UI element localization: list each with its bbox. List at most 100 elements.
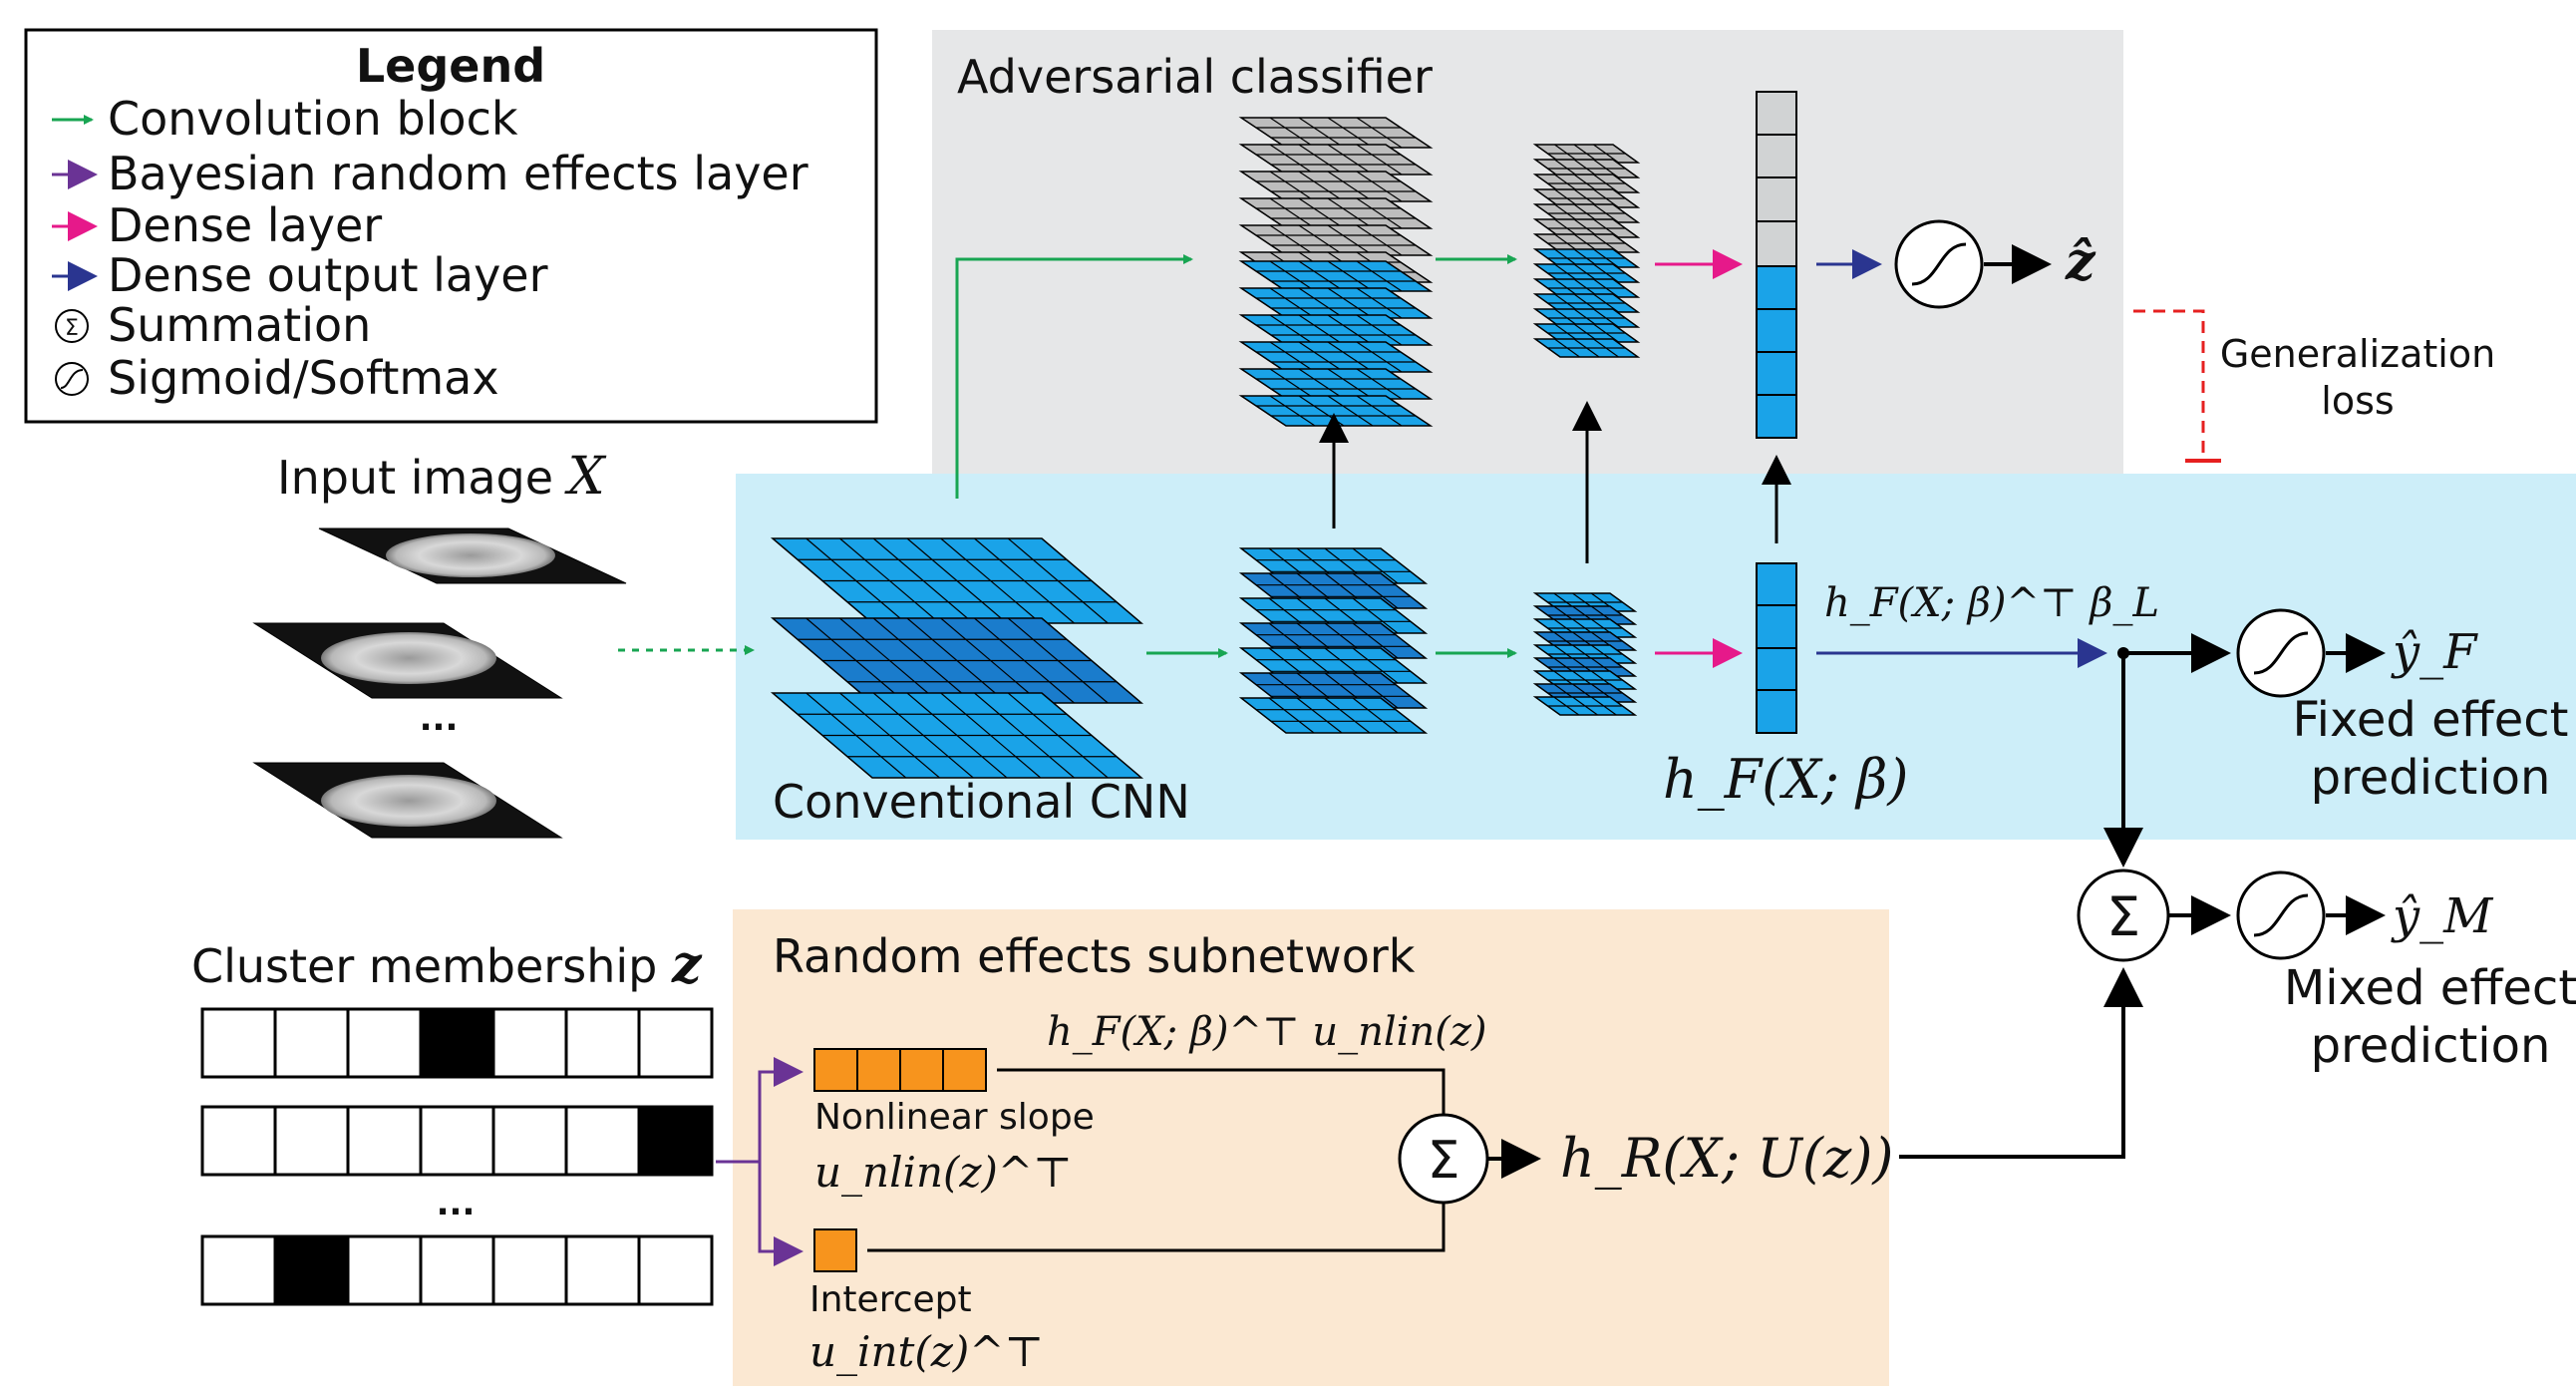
generalization-loss-bracket — [2133, 309, 2205, 461]
adversarial-feature-stack-2 — [1532, 144, 1641, 358]
cluster-row — [200, 1105, 714, 1177]
adv-layer — [1238, 341, 1434, 373]
cluster-row — [200, 1234, 714, 1306]
cluster-cell — [564, 1105, 641, 1177]
nonlinear-slope-vector — [813, 1048, 987, 1092]
cluster-cell — [273, 1105, 350, 1177]
bayesian-branch-2 — [758, 1162, 804, 1266]
u-nlin-label: u_nlin(z)^⊤ — [814, 1148, 1073, 1197]
adv-layer — [1238, 287, 1434, 319]
bayesian-branch — [716, 1057, 804, 1164]
fixed-effect-label-2: prediction — [2311, 750, 2551, 806]
mixed-effect-label-1: Mixed effect — [2284, 960, 2576, 1016]
random-effects-title: Random effects subnetwork — [773, 929, 1416, 983]
hF-unlin-label: h_F(X; β)^⊤ u_nlin(z) — [1047, 1009, 1487, 1055]
random-effects-region — [733, 909, 1889, 1386]
fixed-effect-label-1: Fixed effect — [2293, 692, 2569, 748]
adv-layer — [1238, 224, 1434, 256]
cnn-dense-vector — [1756, 562, 1797, 734]
adv-layer — [1532, 308, 1641, 328]
cnn-feature-stack-3 — [1532, 592, 1638, 716]
input-slice-3 — [252, 762, 563, 839]
yF-hat-label: ŷ_F — [2391, 624, 2478, 680]
nonlinear-slope-label: Nonlinear slope — [814, 1097, 1095, 1138]
hR-label: h_R(X; U(z)) — [1560, 1127, 1893, 1190]
adv-layer — [1238, 314, 1434, 346]
adv-layer — [1532, 233, 1641, 253]
intercept-vector — [813, 1228, 857, 1272]
yM-hat-label: ŷ_M — [2391, 888, 2494, 944]
adv-layer — [1238, 260, 1434, 292]
legend-box — [24, 28, 878, 424]
legend-item-dense: Dense layer — [108, 198, 382, 252]
fixed-sigmoid-icon — [2236, 608, 2326, 698]
cnn-layer — [770, 692, 1144, 779]
sigmoid-icon — [55, 362, 89, 396]
input-image-stack: ... — [252, 527, 627, 839]
cluster-cell — [346, 1234, 423, 1306]
cluster-cell — [491, 1105, 568, 1177]
cnn-layer — [770, 617, 1144, 704]
cluster-cell — [346, 1007, 423, 1079]
cluster-cell — [419, 1234, 495, 1306]
adv-layer — [1238, 197, 1434, 229]
legend-item-bayesian: Bayesian random effects layer — [108, 147, 808, 200]
adversarial-dense-vector — [1756, 91, 1797, 439]
u-int-label: u_int(z)^⊤ — [809, 1327, 1044, 1376]
cluster-cell — [200, 1234, 277, 1306]
cluster-cell — [637, 1234, 714, 1306]
adv-layer — [1532, 248, 1641, 268]
cluster-cell — [637, 1007, 714, 1079]
adv-layer — [1238, 171, 1434, 202]
legend-item-convolution: Convolution block — [108, 92, 518, 146]
cluster-cell — [200, 1007, 277, 1079]
adv-layer — [1532, 203, 1641, 223]
intercept-label: Intercept — [809, 1279, 972, 1320]
cluster-cell — [273, 1234, 350, 1306]
mixed-sigmoid-icon — [2236, 871, 2326, 960]
cluster-cell — [346, 1105, 423, 1177]
adversarial-sigmoid-icon — [1894, 219, 1984, 309]
adv-layer — [1532, 338, 1641, 358]
input-ellipsis: ... — [420, 699, 459, 739]
legend-item-summation: Summation — [108, 298, 371, 352]
svg-text:Σ: Σ — [65, 316, 79, 341]
generalization-loss-label-2: loss — [2321, 379, 2394, 423]
cluster-cell — [419, 1105, 495, 1177]
adv-layer — [1238, 144, 1434, 175]
svg-text:Σ: Σ — [2106, 885, 2140, 948]
cluster-cell — [491, 1234, 568, 1306]
cnn-title: Conventional CNN — [773, 775, 1190, 829]
slope-to-sum-line — [997, 1068, 1446, 1115]
cluster-cell — [200, 1105, 277, 1177]
cluster-cell — [564, 1234, 641, 1306]
hF-label: h_F(X; β) — [1663, 748, 1908, 811]
legend-title: Legend — [356, 39, 545, 93]
cnn-layer — [1532, 696, 1638, 716]
hR-to-mixed-sum-arrow — [1899, 967, 2143, 1159]
adv-layer — [1238, 117, 1434, 149]
cluster-row — [200, 1007, 714, 1079]
hF-beta-label: h_F(X; β)^⊤ β_L — [1824, 580, 2159, 626]
input-slice-2 — [252, 622, 563, 699]
intercept-to-sum-line — [867, 1202, 1446, 1252]
generalization-loss-label-1: Generalization — [2220, 332, 2495, 376]
input-slice-1 — [318, 527, 627, 584]
z-hat-label: ẑ — [2065, 231, 2096, 292]
cnn-layer — [770, 537, 1144, 624]
cnn-layer — [1238, 697, 1429, 734]
cluster-cell — [564, 1007, 641, 1079]
mixed-effect-label-2: prediction — [2311, 1018, 2551, 1074]
random-summation-icon: Σ — [1398, 1113, 1489, 1205]
summation-icon: Σ — [55, 309, 89, 343]
adv-layer — [1532, 293, 1641, 313]
cluster-cell — [273, 1007, 350, 1079]
cluster-cell — [491, 1007, 568, 1079]
conv-arrow-to-adversarial — [955, 254, 1193, 499]
adversarial-title: Adversarial classifier — [957, 50, 1433, 104]
cluster-cell — [419, 1007, 495, 1079]
legend: Legend Convolution block Bayesian random… — [24, 28, 878, 424]
adv-layer — [1532, 144, 1641, 164]
adv-layer — [1532, 174, 1641, 193]
legend-item-sigmoid: Sigmoid/Softmax — [108, 351, 499, 405]
